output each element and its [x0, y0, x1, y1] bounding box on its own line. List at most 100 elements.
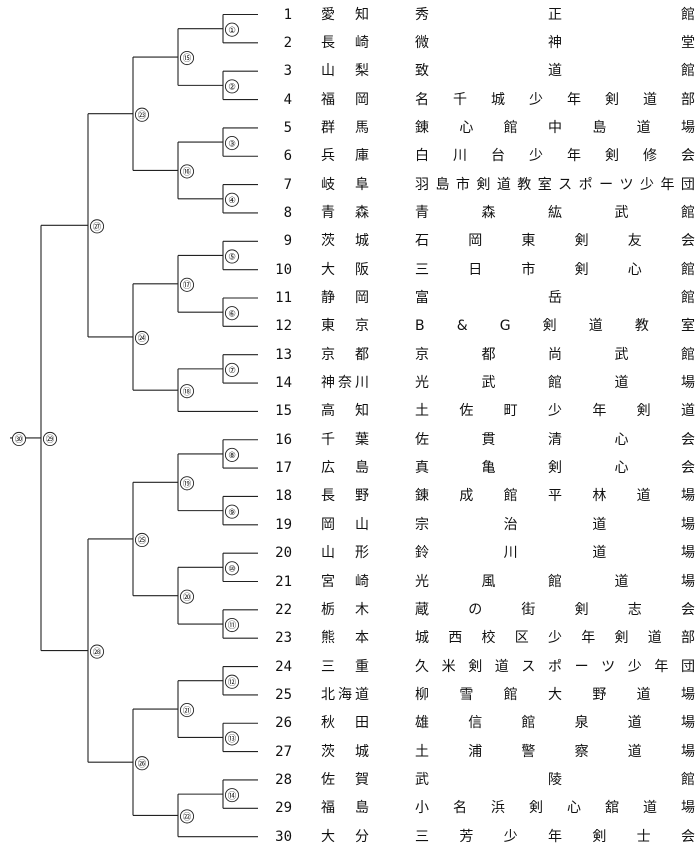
entry-prefecture: 茨城 — [321, 233, 369, 250]
entry-prefecture: 大分 — [321, 828, 369, 845]
entry-seed-number: 10 — [275, 261, 292, 278]
match-number-label: ⑤ — [228, 253, 236, 263]
match-number-circle — [179, 703, 195, 718]
entry-seed-number: 8 — [283, 204, 292, 221]
entry-seed-number: 29 — [275, 800, 292, 817]
entry-club-name: 白川台少年剣修会 — [415, 148, 695, 165]
match-number-label: ② — [228, 83, 236, 93]
entry-club-name: 光風館道場 — [415, 573, 695, 590]
entry-prefecture: 茨城 — [321, 743, 369, 760]
match-number-circle — [179, 589, 195, 604]
match-number-label: ⑪ — [228, 621, 237, 631]
match-number-circle — [224, 504, 240, 519]
entry-prefecture: 兵庫 — [321, 148, 369, 165]
entry-prefecture: 長崎 — [321, 34, 369, 51]
entry-prefecture: 東京 — [321, 318, 369, 335]
match-number-circle — [179, 50, 195, 66]
match-number-circle — [224, 617, 240, 633]
entry-seed-number: 20 — [275, 545, 292, 562]
entry-prefecture: 佐賀 — [321, 771, 369, 788]
match-number-label: ⑩ — [228, 565, 236, 575]
entry-prefecture: 栃木 — [321, 601, 369, 618]
match-number-label: ㉚ — [15, 435, 24, 445]
match-number-circle — [224, 561, 240, 576]
entry-seed-number: 2 — [283, 34, 292, 51]
match-number-label: ㉙ — [46, 435, 55, 445]
entry-club-name: 青森紘武館 — [415, 204, 695, 221]
entry-club-name: 雄信館泉道場 — [415, 715, 695, 732]
match-number-label: ⑱ — [183, 387, 192, 397]
entry-seed-number: 11 — [275, 290, 292, 306]
entry-prefecture: 大阪 — [321, 261, 369, 278]
entry-prefecture: 三重 — [321, 658, 369, 675]
match-number-circle — [89, 644, 105, 659]
entry-row: 15 高知 土佐町少年剣道 — [0, 397, 700, 425]
match-number-circle — [11, 431, 27, 447]
entry-club-name: 名千城少年剣道部 — [415, 91, 695, 108]
match-number-circle — [179, 277, 195, 292]
match-number-circle — [224, 731, 240, 746]
match-number-label: ㉔ — [138, 334, 147, 344]
match-number-circle — [89, 219, 105, 234]
entry-club-name: 佐貫清心会 — [415, 431, 695, 448]
entry-seed-number: 12 — [275, 318, 292, 335]
match-number-label: ⑲ — [183, 479, 192, 489]
entry-club-name: 蔵の街剣志会 — [415, 601, 695, 618]
entry-seed-number: 16 — [275, 431, 292, 448]
match-number-circle — [224, 79, 240, 94]
entry-prefecture: 長野 — [321, 488, 369, 505]
entry-seed-number: 3 — [283, 63, 292, 80]
match-number-circle — [179, 384, 195, 399]
entry-club-name: 富岳館 — [415, 290, 695, 306]
match-number-circle — [224, 249, 240, 264]
match-number-label: ⑦ — [228, 366, 236, 376]
entry-row: 16 千葉 佐貫清心会 — [0, 426, 700, 454]
match-number-label: ㉑ — [183, 706, 192, 716]
entry-prefecture: 福島 — [321, 800, 369, 817]
entry-club-name: 真亀剣心会 — [415, 460, 695, 477]
entry-prefecture: 福岡 — [321, 91, 369, 108]
entry-prefecture: 神奈川 — [321, 375, 369, 392]
match-number-label: ③ — [228, 139, 236, 149]
match-number-circle — [224, 362, 240, 377]
entry-club-name: 武陵館 — [415, 771, 695, 788]
match-number-circle — [134, 330, 150, 346]
entry-seed-number: 22 — [275, 601, 292, 618]
entry-seed-number: 17 — [275, 460, 292, 477]
match-number-circle — [224, 788, 240, 803]
entry-prefecture: 熊本 — [321, 630, 369, 647]
match-number-circle — [224, 306, 240, 321]
match-number-label: ⑫ — [228, 678, 237, 688]
entry-club-name: 城西校区少年剣道部 — [415, 630, 695, 647]
entry-prefecture: 岐阜 — [321, 176, 369, 193]
match-number-circle — [224, 192, 240, 207]
match-number-circle — [42, 431, 58, 447]
entry-club-name: 小名浜剣心舘道場 — [415, 800, 695, 817]
entry-seed-number: 15 — [275, 403, 292, 420]
entry-seed-number: 7 — [283, 176, 292, 193]
entry-prefecture: 群馬 — [321, 119, 369, 136]
entry-club-name: 柳雪館大野道場 — [415, 686, 695, 703]
entry-club-name: 土浦警察道場 — [415, 743, 695, 760]
match-number-label: ⑬ — [228, 735, 237, 745]
entry-prefecture: 宮崎 — [321, 573, 369, 590]
entry-club-name: 京都尚武館 — [415, 346, 695, 363]
match-number-label: ㉘ — [93, 648, 102, 658]
match-number-label: ㉖ — [138, 759, 147, 769]
entry-prefecture: 千葉 — [321, 431, 369, 448]
entry-seed-number: 21 — [275, 573, 292, 590]
entry-club-name: 土佐町少年剣道 — [415, 403, 695, 420]
entry-club-name: 羽島市剣道教室スポーツ少年団 — [415, 176, 695, 193]
entry-prefecture: 高知 — [321, 403, 369, 420]
entry-row: 29 福島 小名浜剣心舘道場 — [0, 794, 700, 822]
